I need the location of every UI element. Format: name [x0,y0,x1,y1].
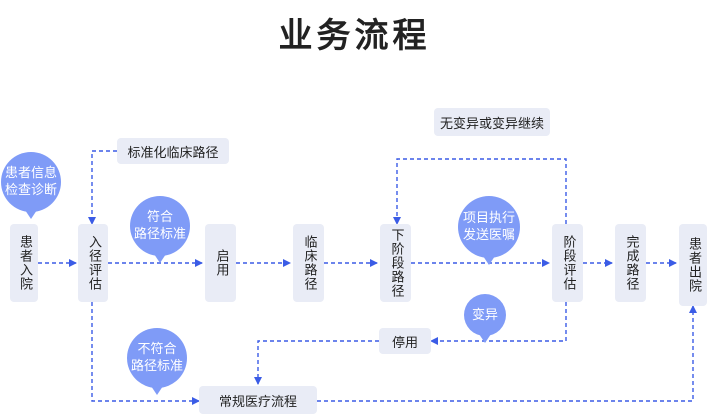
bubble-variation: 变异 [464,294,506,343]
node-next-stage-path: 下阶段路径 [380,224,411,302]
bubble-patient-info: 患者信息 检查诊断 [1,152,61,219]
node-admission: 患者入院 [10,224,38,302]
node-clinical-path: 临床路径 [293,224,324,302]
edge-stage-to-suspend [430,302,567,345]
node-path-eval: 入径评估 [78,224,108,302]
edge-eval-to-routine [91,302,200,405]
bubble-fails-criteria: 不符合 路径标准 [127,328,187,395]
node-enable: 启用 [205,224,236,302]
node-complete-path: 完成路径 [615,224,646,302]
node-standard-path: 标准化临床路径 [117,138,229,164]
node-discharge: 患者出院 [679,224,707,306]
edge-suspend-to-routine [254,340,379,385]
bubble-meets-criteria: 符合 路径标准 [130,196,190,263]
node-no-variation: 无变异或变异继续 [434,108,550,136]
edge-standard-to-eval [88,150,117,225]
diagram-title: 业务流程 [278,16,431,56]
bubble-execute-orders: 项目执行 发送医嘱 [458,196,520,265]
node-routine-flow: 常规医疗流程 [199,386,317,414]
edge-stage-loop-to-next [393,158,567,225]
node-stage-eval: 阶段评估 [552,224,583,302]
node-suspend: 停用 [379,328,431,354]
